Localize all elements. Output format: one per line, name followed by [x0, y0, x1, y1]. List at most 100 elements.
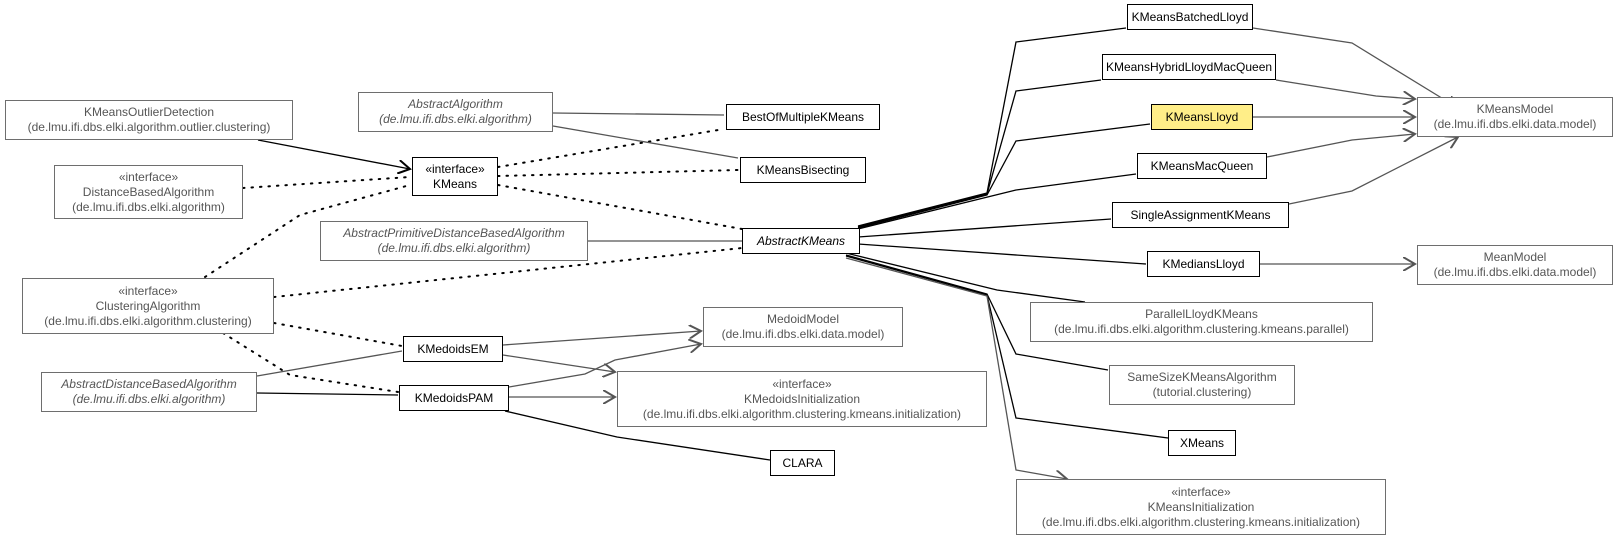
class-name: KMediansLloyd	[1162, 256, 1245, 271]
class-name: KMeansHybridLloydMacQueen	[1105, 59, 1273, 74]
class-name: KMeansMacQueen	[1150, 158, 1254, 173]
package-name: (de.lmu.ifi.dbs.elki.data.model)	[1433, 265, 1597, 279]
class-name: CLARA	[782, 455, 823, 470]
node-kmeans-hybrid-lloyd-macqueen[interactable]: KMeansHybridLloydMacQueen	[1102, 54, 1276, 80]
node-kmeans-batched-lloyd[interactable]: KMeansBatchedLloyd	[1127, 4, 1253, 30]
class-name: ParallelLloydKMeans	[1145, 307, 1258, 321]
node-best-of-multiple-kmeans[interactable]: BestOfMultipleKMeans	[726, 104, 880, 130]
node-samesize-kmeans-algorithm[interactable]: SameSizeKMeansAlgorithm (tutorial.cluste…	[1109, 365, 1295, 405]
node-kmeans-model[interactable]: KMeansModel (de.lmu.ifi.dbs.elki.data.mo…	[1417, 97, 1613, 137]
edge-akm-kmeansinit	[845, 257, 1067, 479]
edge-pam-medoidmodel	[508, 344, 701, 388]
node-kmedoids-initialization[interactable]: «interface» KMedoidsInitialization (de.l…	[617, 371, 987, 427]
edge-akm-kmedians	[857, 243, 1147, 265]
node-abstract-primitive-distance-based-algorithm[interactable]: AbstractPrimitiveDistanceBasedAlgorithm …	[320, 221, 588, 261]
class-name: AbstractKMeans	[756, 233, 846, 248]
node-kmeans-bisecting[interactable]: KMeansBisecting	[740, 157, 866, 183]
node-kmeans-initialization[interactable]: «interface» KMeansInitialization (de.lmu…	[1016, 479, 1386, 535]
class-name: KMeansOutlierDetection	[83, 105, 215, 119]
class-name: KMedoidsEM	[417, 341, 489, 356]
class-name: SameSizeKMeansAlgorithm	[1127, 370, 1277, 384]
node-xmeans[interactable]: XMeans	[1168, 430, 1236, 456]
class-name: AbstractDistanceBasedAlgorithm	[61, 377, 237, 391]
package-name: (tutorial.clustering)	[1152, 385, 1252, 399]
stereotype: «interface»	[1171, 484, 1231, 499]
node-kmeans-outlier-detection[interactable]: KMeansOutlierDetection (de.lmu.ifi.dbs.e…	[5, 100, 293, 140]
edge-clustering-kmeans	[204, 184, 411, 278]
node-kmedians-lloyd[interactable]: KMediansLloyd	[1147, 251, 1260, 277]
node-kmeans-macqueen[interactable]: KMeansMacQueen	[1137, 153, 1267, 179]
edge-clustering-kmedoidsem	[273, 322, 403, 347]
edge-batched-kmeansmodel	[1252, 27, 1458, 108]
edge-em-kmedoidsinit	[502, 354, 615, 372]
node-distance-based-algorithm[interactable]: «interface» DistanceBasedAlgorithm (de.l…	[54, 165, 243, 219]
edge-hybrid-kmeansmodel	[1275, 79, 1415, 99]
edge-em-medoidmodel	[502, 331, 701, 346]
node-kmedoids-pam[interactable]: KMedoidsPAM	[399, 385, 509, 411]
package-name: (de.lmu.ifi.dbs.elki.data.model)	[721, 327, 885, 341]
class-name: ClusteringAlgorithm	[95, 298, 201, 313]
node-clustering-algorithm[interactable]: «interface» ClusteringAlgorithm (de.lmu.…	[22, 278, 274, 334]
package-name: (de.lmu.ifi.dbs.elki.algorithm.clusterin…	[1041, 514, 1361, 529]
node-abstract-algorithm[interactable]: AbstractAlgorithm (de.lmu.ifi.dbs.elki.a…	[358, 92, 553, 132]
node-medoid-model[interactable]: MedoidModel (de.lmu.ifi.dbs.elki.data.mo…	[703, 307, 903, 347]
class-name: DistanceBasedAlgorithm	[82, 184, 215, 199]
class-name: SingleAssignmentKMeans	[1130, 207, 1271, 222]
edge-akm-xmeans	[845, 255, 1169, 439]
class-name: AbstractAlgorithm	[408, 97, 503, 111]
edge-kmeans-bestofmultiple	[497, 128, 725, 168]
class-name: BestOfMultipleKMeans	[741, 109, 865, 124]
node-kmedoids-em[interactable]: KMedoidsEM	[403, 336, 503, 362]
class-name: KMeans	[432, 176, 478, 191]
class-name: KMedoidsInitialization	[743, 391, 861, 406]
edge-distancebased-kmeans	[242, 176, 411, 189]
edge-abstractdistance-kmedoidsem	[256, 350, 403, 377]
edge-abstractalgo-bestofmultiple	[552, 112, 725, 116]
package-name: (de.lmu.ifi.dbs.elki.algorithm.clusterin…	[44, 313, 252, 328]
edge-abstractdistance-kmedoidspam	[256, 392, 399, 396]
node-abstract-kmeans[interactable]: AbstractKMeans	[742, 228, 860, 254]
node-parallel-lloyd-kmeans[interactable]: ParallelLloydKMeans (de.lmu.ifi.dbs.elki…	[1030, 302, 1373, 342]
edge-akm-single	[857, 218, 1112, 238]
class-name: KMeansBatchedLloyd	[1131, 9, 1249, 24]
class-name: AbstractPrimitiveDistanceBasedAlgorithm	[343, 226, 565, 240]
edge-akm-lloyd	[857, 123, 1151, 229]
package-name: (de.lmu.ifi.dbs.elki.algorithm.outlier.c…	[27, 120, 271, 134]
node-clara[interactable]: CLARA	[770, 450, 835, 476]
edge-akm-macqueen	[857, 173, 1137, 230]
class-name: MeanModel	[1483, 250, 1547, 264]
edge-akm-parallel	[845, 252, 1086, 303]
edge-macqueen-kmeansmodel	[1266, 134, 1415, 158]
edge-akm-hybrid	[857, 79, 1102, 228]
edge-outlier-kmeans	[257, 139, 410, 169]
package-name: (de.lmu.ifi.dbs.elki.algorithm)	[377, 241, 531, 255]
edge-akm-batched	[857, 27, 1127, 227]
edge-clustering-kmedoidspam	[222, 332, 399, 393]
edge-kmeans-bisecting	[497, 169, 739, 177]
node-kmeans-interface[interactable]: «interface» KMeans	[412, 157, 498, 196]
node-single-assignment-kmeans[interactable]: SingleAssignmentKMeans	[1112, 202, 1289, 228]
stereotype: «interface»	[772, 376, 832, 391]
package-name: (de.lmu.ifi.dbs.elki.algorithm)	[72, 199, 225, 214]
class-name: XMeans	[1179, 435, 1225, 450]
edge-single-kmeansmodel	[1288, 137, 1458, 205]
stereotype: «interface»	[118, 169, 179, 184]
package-name: (de.lmu.ifi.dbs.elki.data.model)	[1433, 117, 1597, 131]
node-kmeans-lloyd[interactable]: KMeansLloyd	[1151, 104, 1253, 130]
package-name: (de.lmu.ifi.dbs.elki.algorithm.clusterin…	[642, 406, 962, 421]
edge-akm-samesize	[845, 254, 1109, 371]
package-name: (de.lmu.ifi.dbs.elki.algorithm)	[379, 112, 532, 126]
class-name: MedoidModel	[766, 312, 840, 326]
class-name: KMedoidsPAM	[414, 390, 494, 405]
edge-abstractalgo-bisecting	[552, 125, 739, 159]
node-mean-model[interactable]: MeanModel (de.lmu.ifi.dbs.elki.data.mode…	[1417, 245, 1613, 285]
package-name: (de.lmu.ifi.dbs.elki.algorithm)	[72, 392, 226, 406]
class-name: KMeansModel	[1476, 102, 1554, 116]
stereotype: «interface»	[118, 283, 178, 298]
stereotype: «interface»	[425, 161, 485, 176]
edge-clustering-abstractkmeans	[273, 247, 743, 298]
node-abstract-distance-based-algorithm[interactable]: AbstractDistanceBasedAlgorithm (de.lmu.i…	[41, 372, 257, 412]
class-name: KMeansLloyd	[1165, 109, 1239, 124]
class-name: KMeansInitialization	[1147, 499, 1255, 514]
